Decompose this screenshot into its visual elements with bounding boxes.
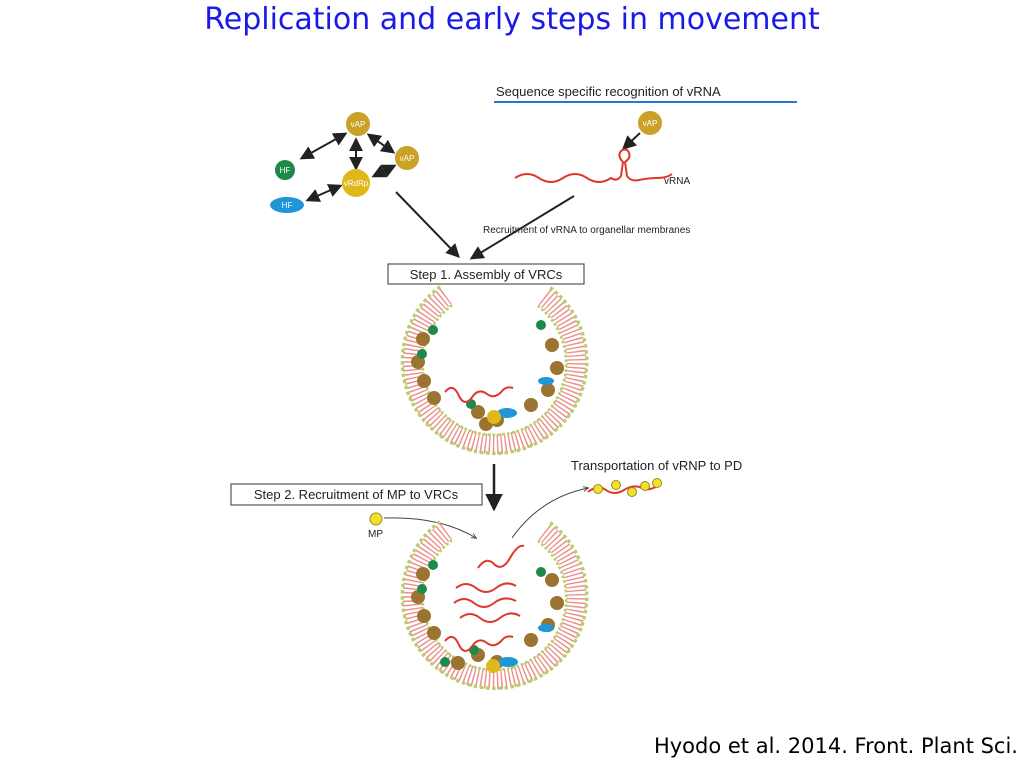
transport-label: Transportation of vRNP to PD <box>571 458 742 473</box>
vap-label-rna: vAP <box>643 119 658 128</box>
green-hf <box>440 657 450 667</box>
brown-protein <box>524 398 538 412</box>
green-hf <box>536 320 546 330</box>
brown-protein <box>545 338 559 352</box>
vrna-in-vesicle <box>444 635 514 652</box>
arrow-hf-vap <box>299 132 348 160</box>
vap-node-top <box>346 112 370 136</box>
vrna-in-vesicle <box>444 386 514 403</box>
arrow-hf-vrdrp <box>305 184 343 202</box>
vrc-vesicle-1 <box>400 285 589 456</box>
brown-protein <box>451 656 465 670</box>
brown-protein <box>541 383 555 397</box>
vap-node-right <box>395 146 419 170</box>
arrow-rna-to-step1 <box>469 195 575 260</box>
vrna-strand <box>459 612 521 623</box>
brown-protein <box>471 405 485 419</box>
membrane-outer-heads-1 <box>400 285 589 456</box>
vrdrp-label: vRdRp <box>344 179 369 188</box>
green-hf <box>417 349 427 359</box>
brown-protein <box>427 626 441 640</box>
arrow-vrdrp-vap <box>371 164 397 178</box>
arrow-cluster-to-step1 <box>395 191 460 259</box>
step2-label: Step 2. Recruitment of MP to VRCs <box>254 487 459 502</box>
brown-protein <box>524 633 538 647</box>
vrna-strand <box>477 544 525 569</box>
brown-protein <box>417 609 431 623</box>
vrna-strand <box>453 597 517 608</box>
hf-node-green <box>275 160 295 180</box>
recruitment-vrna-label: Recruitment of vRNA to organellar membra… <box>483 225 690 236</box>
brown-protein <box>416 567 430 581</box>
hf-label-blue: HF <box>282 201 293 210</box>
membrane-tails-1 <box>402 287 587 455</box>
brown-protein <box>416 332 430 346</box>
membrane-inner-heads-2 <box>421 539 568 672</box>
blue-hf <box>498 657 518 667</box>
step2-box <box>230 483 483 506</box>
arrow-mp-to-vesicle <box>383 517 476 538</box>
vrc-vesicle-2 <box>400 520 589 691</box>
protein-interaction-cluster: vAP vAP vRdRp HF HF <box>270 112 460 259</box>
green-hf <box>417 584 427 594</box>
brown-protein <box>427 391 441 405</box>
vap-label-top: vAP <box>351 120 366 129</box>
vrnp-complex <box>587 478 662 497</box>
blue-hf <box>497 408 517 418</box>
vrdrp-in-vesicle <box>486 659 500 673</box>
vap-node-rna <box>638 111 662 135</box>
vrna-label: vRNA <box>664 176 690 187</box>
brown-protein <box>550 361 564 375</box>
vrna-strand <box>455 582 517 593</box>
slide-title: Replication and early steps in movement <box>204 2 820 37</box>
brown-protein <box>545 573 559 587</box>
blue-hf <box>538 624 554 632</box>
blue-hf <box>538 377 554 385</box>
brown-protein <box>550 596 564 610</box>
arrow-vap-to-rna <box>621 132 641 150</box>
green-hf <box>428 560 438 570</box>
citation: Hyodo et al. 2014. Front. Plant Sci. <box>653 734 1018 758</box>
green-hf <box>536 567 546 577</box>
hf-label-green: HF <box>280 166 291 175</box>
hf-node-blue <box>270 197 304 213</box>
membrane-tails-2 <box>402 522 587 690</box>
green-hf <box>428 325 438 335</box>
vap-label-right: vAP <box>400 154 415 163</box>
vrna-strand <box>514 148 673 183</box>
vrna-recognition-panel: Sequence specific recognition of vRNA vA… <box>469 84 797 260</box>
arrow-vap-vap <box>366 133 396 154</box>
green-hf <box>469 645 479 655</box>
step1-label: Step 1. Assembly of VRCs <box>410 267 563 282</box>
membrane-outer-heads-2 <box>400 520 589 691</box>
arrow-to-transport <box>511 488 588 539</box>
mp-protein <box>369 512 383 526</box>
step1-box <box>387 263 585 285</box>
mp-label: MP <box>368 529 383 540</box>
sequence-recognition-label: Sequence specific recognition of vRNA <box>496 84 721 99</box>
vrdrp-node <box>342 169 370 197</box>
vrdrp-in-vesicle <box>487 410 501 424</box>
brown-protein <box>417 374 431 388</box>
